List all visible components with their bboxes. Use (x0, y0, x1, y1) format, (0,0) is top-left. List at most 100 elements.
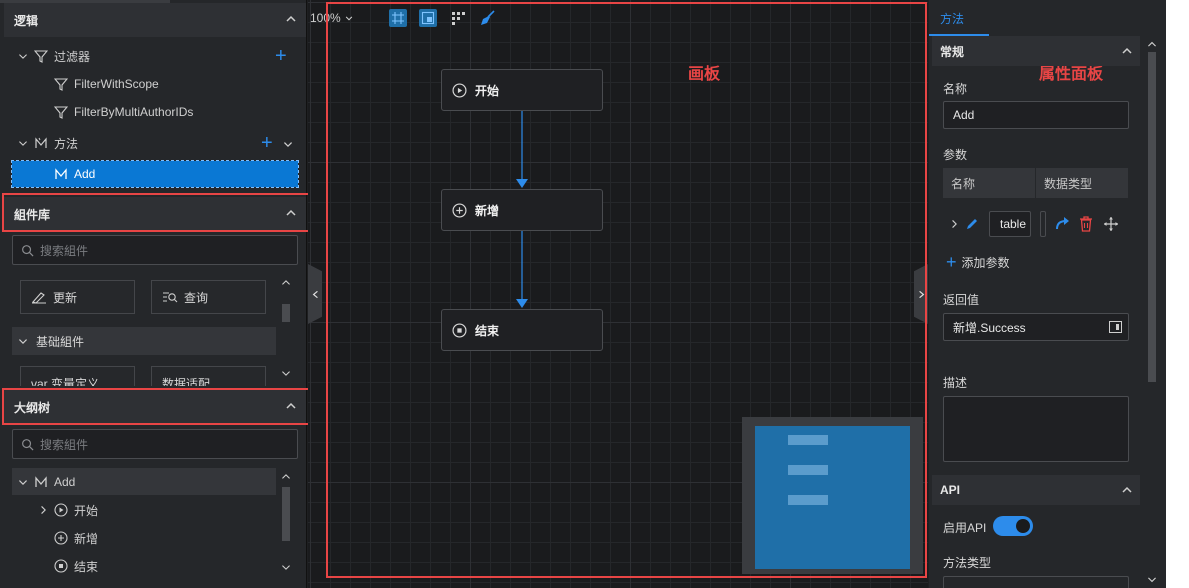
chevron-up-icon[interactable] (284, 12, 298, 26)
align-button[interactable] (449, 9, 467, 27)
logic-section-header[interactable]: 逻辑 (4, 3, 306, 37)
param-name-input[interactable]: table (989, 211, 1031, 237)
scroll-down-icon[interactable] (1147, 576, 1157, 584)
flow-node-add[interactable]: 新增 (441, 189, 603, 231)
outline-item-start[interactable]: 开始 (38, 497, 278, 523)
grid-toggle-button[interactable] (388, 9, 407, 27)
chevron-up-icon[interactable] (1120, 483, 1134, 497)
collapse-left-panel-button[interactable] (308, 264, 322, 324)
flow-node-end[interactable]: 结束 (441, 309, 603, 351)
outline-scrollbar[interactable] (282, 487, 290, 541)
add-method-button[interactable]: + (261, 132, 273, 154)
expression-editor-icon[interactable] (1109, 321, 1122, 333)
params-table-header: 名称 数据类型 (943, 168, 1129, 198)
zoom-level[interactable]: 100% (310, 11, 341, 25)
chevron-left-icon (312, 290, 318, 298)
outline-item-add[interactable]: 新增 (54, 525, 278, 551)
scroll-down-icon[interactable] (281, 562, 291, 572)
filter-group-row[interactable]: 过滤器 (18, 43, 298, 69)
method-type-select[interactable] (943, 576, 1129, 588)
properties-annotation-label: 属性面板 (1039, 66, 1104, 83)
chevron-down-icon[interactable] (18, 49, 28, 63)
flow-node-start[interactable]: 开始 (441, 69, 603, 111)
general-section-header[interactable]: 常规 (932, 36, 1140, 66)
enable-api-toggle[interactable] (993, 516, 1033, 536)
name-input-value: Add (953, 108, 975, 122)
arrow-head-icon (516, 179, 528, 188)
description-textarea[interactable] (943, 396, 1129, 462)
components-section-header[interactable]: 組件库 (4, 197, 306, 231)
component-search-input[interactable]: 搜索組件 (12, 235, 298, 265)
stop-circle-icon (54, 559, 68, 573)
method-icon (35, 137, 47, 148)
method-group-row[interactable]: 方法 (18, 130, 298, 156)
delete-icon[interactable] (1079, 216, 1093, 232)
add-param-button[interactable]: + 添加参数 (946, 253, 1010, 271)
plus-circle-icon (452, 202, 467, 218)
filter-item[interactable]: FilterByMultiAuthorIDs (54, 99, 294, 125)
minimap[interactable] (742, 417, 923, 574)
chevron-right-icon[interactable] (38, 505, 48, 515)
component-variable-button[interactable]: var 变量定义 (20, 366, 135, 386)
outline-root-row[interactable]: Add (12, 468, 276, 495)
move-icon[interactable] (1103, 216, 1119, 232)
clean-button[interactable] (479, 9, 497, 27)
filter-icon (34, 50, 48, 63)
flow-node-label: 结束 (475, 323, 500, 338)
name-label: 名称 (943, 82, 968, 96)
flow-node-label: 新增 (475, 203, 500, 218)
active-tab-indicator (929, 34, 989, 36)
chevron-down-icon[interactable] (18, 136, 28, 150)
pencil-icon[interactable] (965, 217, 979, 231)
properties-scrollbar[interactable] (1148, 52, 1156, 382)
tab-method[interactable]: 方法 (940, 12, 965, 26)
chevron-up-icon[interactable] (284, 399, 298, 413)
api-section-title: API (940, 483, 961, 497)
collapse-right-panel-button[interactable] (914, 264, 928, 324)
arrow-head-icon (516, 299, 528, 308)
outline-section-title: 大纲树 (14, 400, 51, 415)
redo-icon[interactable] (1054, 216, 1070, 232)
outline-item-label: 开始 (74, 503, 99, 518)
method-item-add[interactable]: Add (11, 160, 299, 188)
flow-canvas[interactable]: 100% 画板 开始 新增 结束 (308, 0, 928, 588)
outline-item-end[interactable]: 结束 (54, 553, 278, 579)
chevron-down-icon[interactable] (18, 477, 28, 487)
zoom-dropdown-icon[interactable] (345, 14, 353, 22)
component-data-adapter-button[interactable]: 数据适配 (151, 366, 266, 386)
outline-search-input[interactable]: 搜索組件 (12, 429, 298, 459)
edit-icon (32, 292, 46, 304)
filter-item[interactable]: FilterWithScope (54, 71, 294, 97)
minimap-toggle-button[interactable] (418, 9, 437, 27)
return-value-input[interactable]: 新增.Success (943, 313, 1129, 341)
add-filter-button[interactable]: + (275, 45, 287, 67)
api-section-header[interactable]: API (932, 475, 1140, 505)
components-scrollbar[interactable] (282, 304, 290, 322)
chevron-up-icon[interactable] (1120, 44, 1134, 58)
chevron-down-icon[interactable] (283, 139, 293, 149)
add-param-label: 添加参数 (961, 255, 1010, 270)
play-circle-icon (54, 503, 68, 517)
minimap-viewport[interactable] (755, 426, 910, 569)
param-type-select[interactable] (1040, 211, 1046, 237)
return-label: 返回值 (943, 293, 980, 307)
basic-components-group[interactable]: 基础組件 (12, 327, 276, 355)
top-tab-strip (0, 0, 170, 3)
dots-grid-icon (451, 12, 465, 25)
scroll-up-icon[interactable] (1147, 40, 1157, 48)
name-input[interactable]: Add (943, 101, 1129, 129)
chevron-right-icon[interactable] (949, 219, 959, 229)
params-col-type: 数据类型 (1036, 168, 1129, 198)
logic-section-title: 逻辑 (14, 13, 39, 28)
component-update-button[interactable]: 更新 (20, 280, 135, 314)
chevron-down-icon[interactable] (18, 336, 28, 346)
chevron-up-icon[interactable] (284, 206, 298, 220)
outline-section-header[interactable]: 大纲树 (4, 390, 306, 424)
query-icon (163, 292, 178, 303)
scroll-down-icon[interactable] (281, 368, 291, 378)
outline-item-label: 新增 (74, 531, 99, 546)
component-query-button[interactable]: 查询 (151, 280, 266, 314)
scroll-up-icon[interactable] (281, 278, 291, 288)
scroll-up-icon[interactable] (281, 472, 291, 482)
